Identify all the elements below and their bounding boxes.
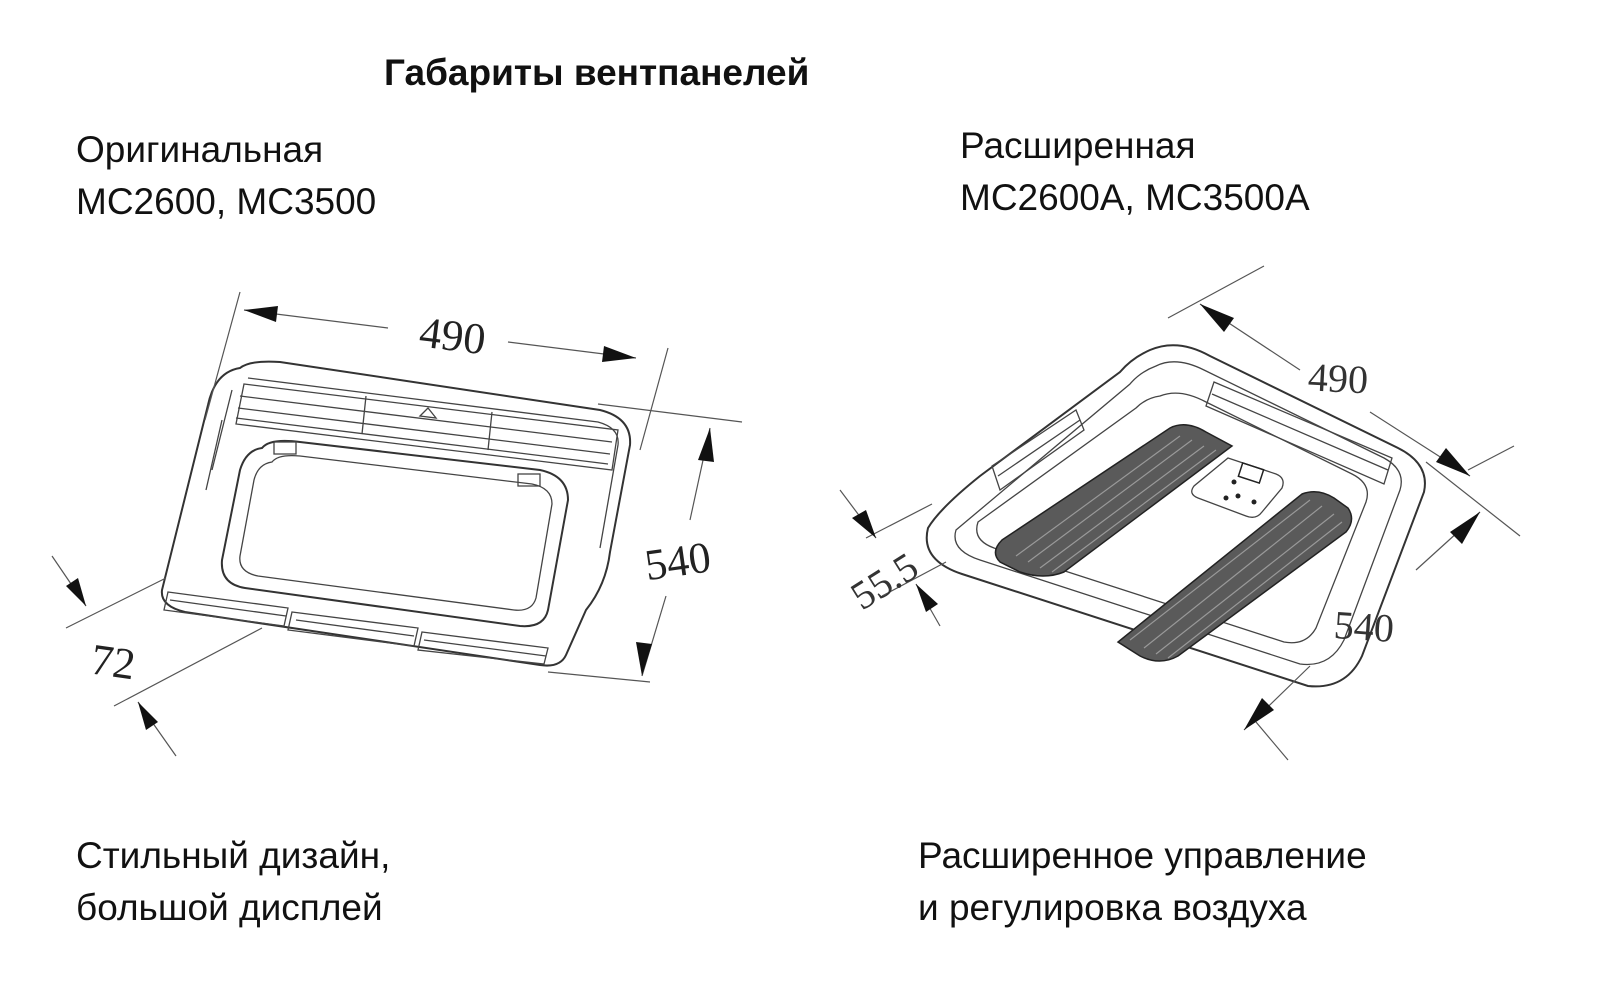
right-depth-label: 540: [1332, 602, 1395, 651]
right-height-label: 55.5: [843, 543, 926, 618]
left-panel-description: Стильный дизайн, большой дисплей: [76, 830, 390, 934]
right-panel-description: Расширенное управление и регулировка воз…: [918, 830, 1367, 934]
left-depth-label: 540: [642, 532, 714, 590]
right-panel-body: [925, 344, 1426, 688]
left-panel-name: Оригинальная: [76, 129, 324, 170]
right-control-panel: [1191, 457, 1284, 518]
right-grille-left: [994, 424, 1234, 577]
left-screen: [220, 439, 570, 628]
right-panel-name: Расширенная: [960, 125, 1196, 166]
left-front-vent: [163, 591, 549, 665]
right-dim-height: 55.5: [839, 489, 947, 627]
left-panel-drawing: 490 540 72: [51, 291, 743, 757]
left-dim-width: 490: [204, 291, 669, 451]
right-panel-models: MC2600A, MC3500A: [960, 177, 1310, 218]
right-panel-drawing: 490 540 55.5: [839, 265, 1521, 761]
left-panel-models: MC2600, MC3500: [76, 181, 377, 222]
left-panel-body: [160, 360, 632, 667]
left-height-label: 72: [88, 635, 138, 690]
right-panel-caption: Расширенная MC2600A, MC3500A: [960, 120, 1310, 224]
left-dim-depth: 540: [547, 403, 743, 683]
page-title: Габариты вентпанелей: [384, 52, 810, 93]
left-top-vent: [235, 383, 619, 471]
right-dim-width: 490: [1167, 265, 1515, 477]
right-dim-depth: 540: [1243, 461, 1521, 761]
left-panel-caption: Оригинальная MC2600, MC3500: [76, 124, 376, 228]
right-width-label: 490: [1307, 354, 1369, 402]
right-grille-right: [1116, 491, 1353, 662]
right-handles: [991, 381, 1393, 492]
left-width-label: 490: [417, 308, 488, 365]
left-description-line2: большой дисплей: [76, 887, 383, 928]
right-description-line1: Расширенное управление: [918, 835, 1367, 876]
right-inner-face: [976, 392, 1369, 644]
left-description-line1: Стильный дизайн,: [76, 835, 391, 876]
right-description-line2: и регулировка воздуха: [918, 887, 1307, 928]
left-dim-height: 72: [51, 555, 263, 757]
